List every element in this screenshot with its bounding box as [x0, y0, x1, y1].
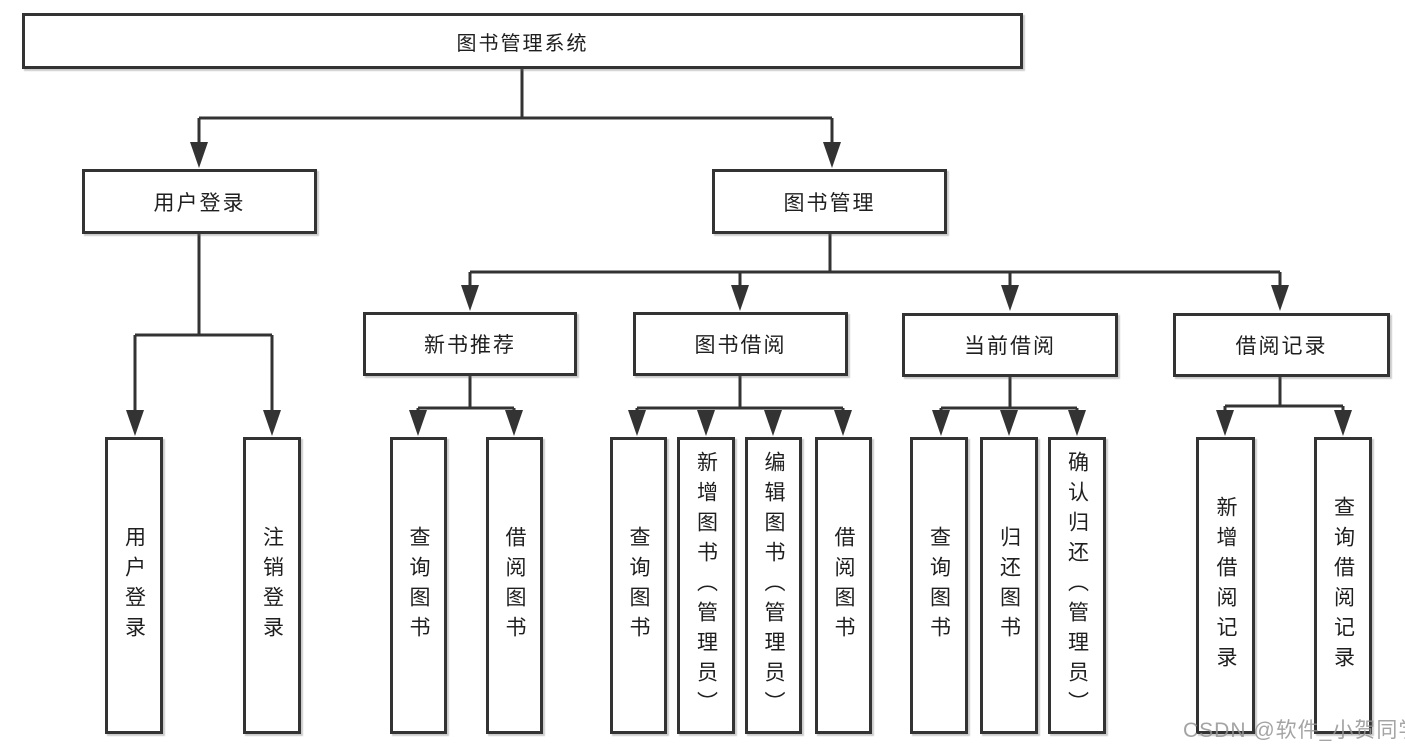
arrowhead: [263, 410, 281, 436]
node-label: 用户登录: [153, 191, 246, 215]
leaf-query-books-current: 查询图书: [910, 437, 968, 734]
leaf-borrow-book: 借阅图书: [815, 437, 872, 734]
node-current-borrowing: 当前借阅: [902, 313, 1118, 377]
node-label: 图书管理: [783, 191, 876, 215]
leaf-label: 注销登录: [260, 525, 284, 646]
arrowhead: [834, 410, 852, 436]
node-book-management-branch: 图书管理: [712, 169, 947, 234]
node-new-book-recommend: 新书推荐: [363, 312, 577, 376]
leaf-borrow-books-recommend: 借阅图书: [486, 437, 543, 734]
connector-borrowing-records-to-children: [1216, 377, 1352, 436]
leaf-confirm-return-admin: 确认归还（管理员）: [1048, 437, 1106, 734]
arrowhead: [1271, 285, 1289, 311]
leaf-edit-book-admin: 编辑图书（管理员）: [745, 437, 802, 734]
leaf-label: 新增借阅记录: [1214, 495, 1237, 676]
arrowhead: [461, 285, 479, 311]
node-label: 当前借阅: [964, 335, 1056, 358]
arrowhead: [628, 410, 646, 436]
arrowhead: [409, 410, 427, 436]
connector-new-book-recommend-to-children: [409, 376, 523, 436]
leaf-return-book: 归还图书: [980, 437, 1038, 734]
leaf-label: 查询图书: [627, 525, 650, 646]
leaf-query-borrow-record: 查询借阅记录: [1314, 437, 1372, 734]
arrowhead: [1001, 285, 1019, 311]
leaf-label: 编辑图书（管理员）: [762, 450, 785, 721]
arrowhead: [1000, 410, 1018, 436]
connector-book-borrowing-to-children: [628, 376, 852, 436]
leaf-logout: 注销登录: [243, 437, 301, 734]
arrowhead: [731, 285, 749, 311]
node-book-management-system: 图书管理系统: [22, 13, 1023, 69]
leaf-label: 新增图书（管理员）: [694, 450, 718, 721]
arrowhead: [1068, 410, 1086, 436]
leaf-label: 用户登录: [122, 525, 146, 646]
node-user-login-branch: 用户登录: [82, 169, 317, 234]
arrowhead: [190, 142, 208, 168]
node-borrowing-records: 借阅记录: [1173, 313, 1390, 377]
leaf-label: 查询图书: [927, 525, 951, 646]
node-book-borrowing: 图书借阅: [633, 312, 848, 376]
connector-user-login-to-children: [126, 233, 281, 436]
node-label: 借阅记录: [1235, 335, 1328, 358]
arrowhead: [764, 410, 782, 436]
leaf-label: 确认归还（管理员）: [1065, 450, 1089, 721]
leaf-add-book-admin: 新增图书（管理员）: [677, 437, 735, 734]
arrowhead: [1216, 410, 1234, 436]
leaf-label: 查询借阅记录: [1331, 495, 1355, 676]
leaf-label: 借阅图书: [503, 525, 526, 646]
leaf-label: 借阅图书: [832, 525, 855, 646]
connector-current-borrowing-to-children: [932, 377, 1086, 436]
arrowhead: [697, 410, 715, 436]
leaf-user-login: 用户登录: [105, 437, 163, 734]
connector-book-management-to-sections: [461, 234, 1289, 311]
arrowhead: [505, 410, 523, 436]
connector-root-to-branches: [190, 69, 841, 168]
arrowhead: [932, 410, 950, 436]
watermark-text: CSDN @软件_小贺同学: [1183, 719, 1405, 742]
leaf-query-books-borrowing: 查询图书: [610, 437, 667, 734]
node-label: 图书管理系统: [456, 32, 589, 55]
arrowhead: [823, 142, 841, 168]
arrowhead: [126, 410, 144, 436]
node-label: 新书推荐: [424, 334, 516, 357]
node-label: 图书借阅: [694, 334, 787, 357]
leaf-label: 归还图书: [997, 525, 1021, 646]
leaf-query-books-recommend: 查询图书: [390, 437, 447, 734]
arrowhead: [1334, 410, 1352, 436]
leaf-label: 查询图书: [407, 525, 430, 646]
leaf-add-borrow-record: 新增借阅记录: [1196, 437, 1255, 734]
